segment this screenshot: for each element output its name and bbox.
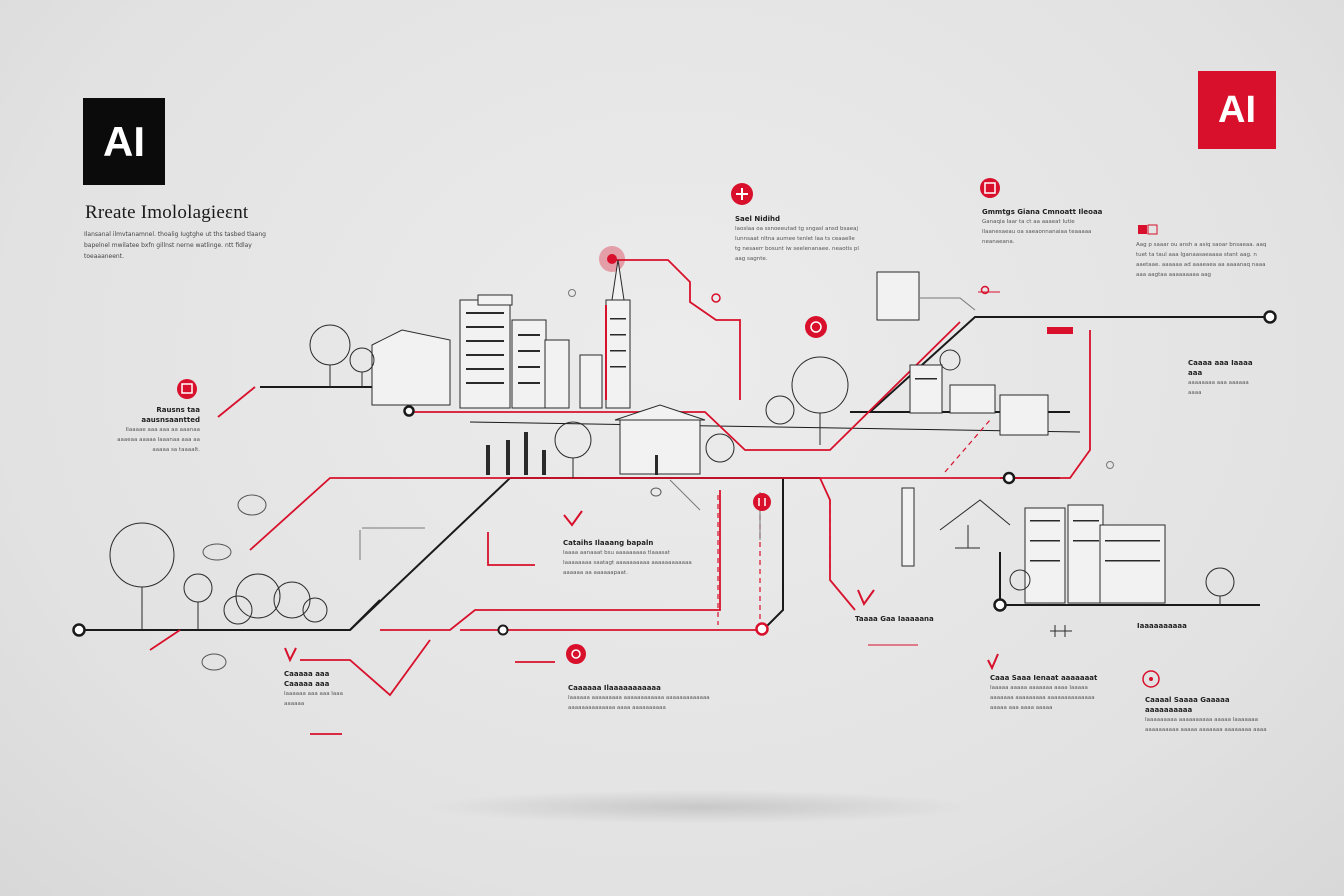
flag-icon [177, 379, 197, 399]
callout-body: Iaaaaaa aaa aaa Iaaa aaaaaa [284, 691, 344, 707]
callout-body: Ilaaaae aaa aaa aa aaanaa aaaeaa aaaaa I… [117, 427, 200, 453]
callout-heading: Rausns taa aausnsaantted [141, 406, 200, 424]
callout-body: Iaaaaaaaaa aaaaaaaaaa aaaaa Iaaaaaaa aaa… [1145, 717, 1267, 733]
callout-right-mid: Caaaa aaa Iaaaa aaa aaaaaaaa aaa aaaaaa … [1188, 358, 1258, 398]
callout-body: Iaaaaaa aaaaaaaaa aaaaaaaaaaaa aaaaaaaaa… [568, 695, 710, 711]
callout-heading: Caaa Saaa Ienaat aaaaaaat [990, 674, 1098, 682]
callout-body: Iaaaa aanaaat bsu aaaaaaaaa tlaaasat Iaa… [563, 550, 692, 576]
monument-and-fence [939, 499, 1072, 637]
check-icon [566, 644, 586, 664]
building-windows [466, 312, 1160, 562]
callout-heading: Caaaaa aaa Caaaaa aaa [284, 670, 330, 688]
station-nodes [72, 246, 1277, 637]
callout-gmmtgs: Gmmtgs Giana Cmnoatt Ileoaa Ganaqia Iaar… [982, 207, 1107, 247]
callout-caaaal: Caaaal Saaaa Gaaaaa aaaaaaaaaa Iaaaaaaaa… [1145, 695, 1270, 735]
callout-heading: Caaaaaa Ilaaaaaaaaaaa [568, 684, 661, 692]
callout-caaa: Caaa Saaa Ienaat aaaaaaat Iaaaaa aaaaa a… [990, 673, 1110, 713]
callout-left: Rausns taa aausnsaantted Ilaaaae aaa aaa… [108, 405, 200, 455]
tree-illustrations [109, 324, 1235, 630]
callout-heading: Sael Nidihd [735, 215, 781, 223]
callout-heading: Cataihs Ilaaang bapaln [563, 539, 654, 547]
outline-glyph-icons [201, 487, 662, 671]
grey-connector-lines [359, 297, 976, 560]
callout-heading: Gmmtgs Giana Cmnoatt Ileoaa [982, 208, 1103, 216]
callout-cataihs: Cataihs Ilaaang bapaln Iaaaa aanaaat bsu… [563, 538, 693, 578]
callout-body: Iaoslaa oa ssnoeeutad tg sngasl ansd bsa… [735, 226, 859, 262]
check-mark-icons [284, 510, 999, 671]
alert-outline-icon [1142, 670, 1160, 688]
clock-icon [805, 316, 827, 338]
callout-sael: Sael Nidihd Iaoslaa oa ssnoeeutad tg sng… [735, 214, 860, 264]
ai-logo-black: AI [83, 98, 165, 185]
callout-heading: Iaaaaaaaaaa [1137, 622, 1187, 630]
intro-text: Ilansanal ilmvtanamnel. thoalig Iugtghe … [84, 231, 266, 260]
landmark-pin-icon [731, 183, 753, 205]
people-figures [486, 432, 658, 475]
callout-taaaa: Taaaa Gaa Iaaaaana [855, 614, 945, 624]
callout-body: aaaaaaaa aaa aaaaaa aaaa [1188, 380, 1249, 396]
ground-shadow [420, 790, 980, 824]
callout-skyline-label: Iaaaaaaaaaa [1137, 621, 1207, 631]
page-title: Rreate Imololagieεnt [85, 202, 249, 223]
ai-logo-red: AI [1198, 71, 1276, 149]
callout-bottom-left: Caaaaa aaa Caaaaa aaa Iaaaaaa aaa aaa Ia… [284, 669, 359, 709]
callout-caaaaaa: Caaaaaa Ilaaaaaaaaaaa Iaaaaaa aaaaaaaaa … [568, 683, 713, 713]
gear-icon [980, 178, 1000, 198]
red-route-lines [149, 259, 1091, 735]
callout-right-top: Aag p saaar ou ansh a asiq saoar bnsaeaa… [1136, 240, 1268, 280]
callout-body: Ganaqia Iaar ta ct aa aaaeat Iutie Ilaan… [982, 219, 1092, 245]
callout-heading: Caaaal Saaaa Gaaaaa aaaaaaaaaa [1145, 696, 1230, 714]
badge-icon [753, 493, 771, 511]
skyline-buildings [371, 259, 1166, 604]
callout-body: Iaaaaa aaaaa aaaaaaa aaaa Iaaaaa aaaaaaa… [990, 685, 1095, 711]
callout-body: Aag p saaar ou ansh a asiq saoar bnsaeaa… [1136, 242, 1267, 278]
callout-heading: Caaaa aaa Iaaaa aaa [1188, 359, 1253, 377]
small-red-square-icon [1047, 224, 1158, 334]
callout-heading: Taaaa Gaa Iaaaaana [855, 615, 934, 623]
